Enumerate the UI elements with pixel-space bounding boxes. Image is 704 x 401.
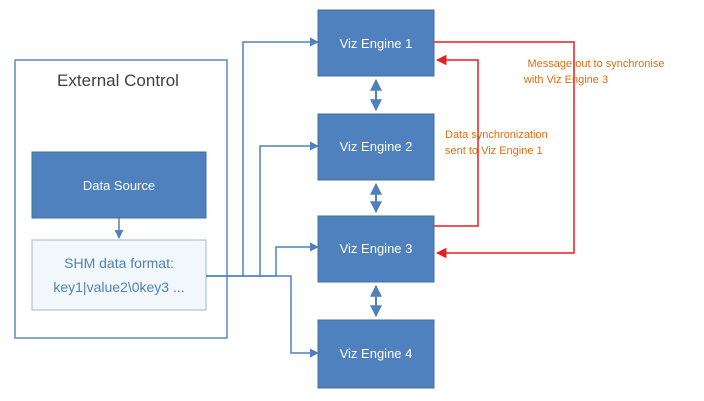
shm-data-rect: [31, 239, 207, 311]
viz-engine-1-label: Viz Engine 1: [340, 36, 413, 51]
viz-engine-3-label: Viz Engine 3: [340, 241, 413, 256]
note-data-sync-line-1: Data synchronization: [445, 129, 548, 141]
viz-engine-3: Viz Engine 3: [317, 215, 435, 283]
viz-engine-2: Viz Engine 2: [317, 113, 435, 181]
viz-engine-4-label: Viz Engine 4: [340, 346, 413, 361]
data-source-rect: [31, 151, 207, 219]
sync-arrow-engine3-to-engine1: [434, 54, 479, 227]
sync-arrows: [434, 41, 575, 259]
external-control-panel: External Control Data Source SHM data fo…: [14, 59, 228, 339]
shm-line-1: SHM data format:: [64, 255, 174, 271]
viz-engine-4: Viz Engine 4: [317, 319, 435, 389]
viz-engine-1: Viz Engine 1: [317, 9, 435, 77]
connector-to-engine-4: [206, 275, 319, 358]
note-message-out-line-1: Message out to synchronise: [528, 58, 665, 70]
sync-arrow-engine1-to-engine3: [434, 41, 575, 259]
external-control-title: External Control: [57, 71, 179, 90]
connector-to-engine-3: [260, 242, 319, 277]
note-data-sync-line-2: sent to Viz Engine 1: [445, 145, 543, 157]
viz-engine-2-box: [317, 113, 435, 181]
shm-connectors: [206, 37, 319, 358]
note-message-out: Message out to synchronise with Viz Engi…: [523, 58, 665, 86]
viz-engine-4-box: [317, 319, 435, 389]
note-data-sync: Data synchronization sent to Viz Engine …: [445, 129, 548, 157]
data-source-box: Data Source: [31, 151, 207, 219]
connector-to-engine-2: [243, 141, 319, 277]
viz-engine-1-box: [317, 9, 435, 77]
viz-engine-3-box: [317, 215, 435, 283]
note-message-out-line-2: with Viz Engine 3: [523, 74, 608, 86]
data-source-label: Data Source: [83, 178, 155, 193]
shm-data-box: SHM data format: key1|value2\0key3 ...: [31, 239, 207, 311]
shm-line-2: key1|value2\0key3 ...: [53, 279, 184, 295]
viz-engine-2-label: Viz Engine 2: [340, 139, 413, 154]
